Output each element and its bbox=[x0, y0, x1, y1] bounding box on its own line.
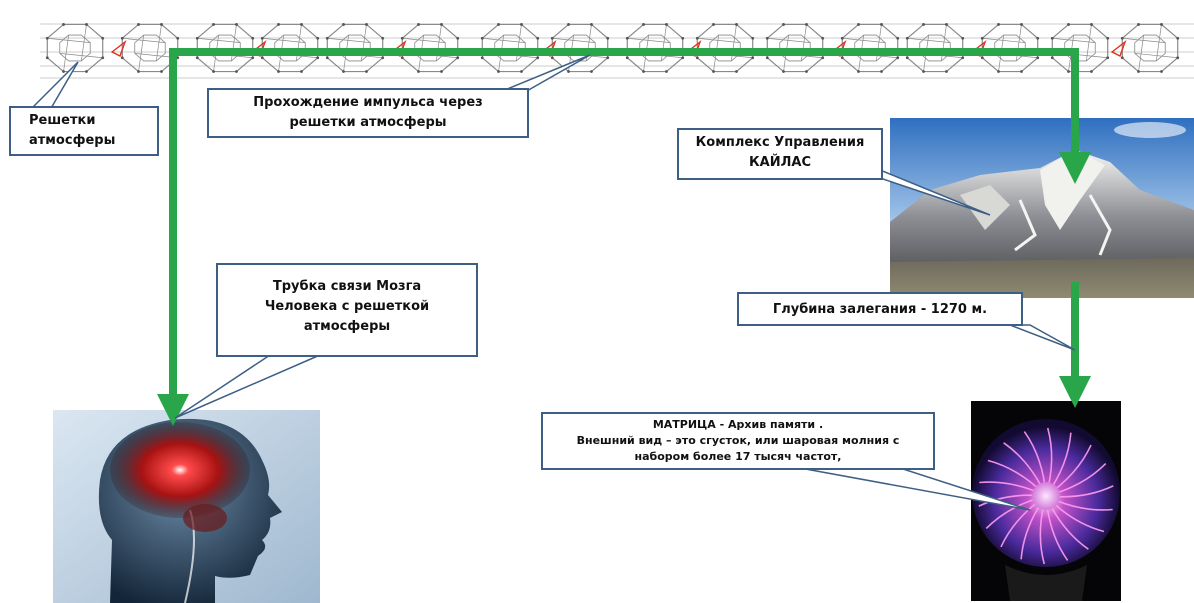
callout-impulse-line-2: решетки атмосферы bbox=[289, 115, 447, 130]
callout-matrix: МАТРИЦА - Архив памяти . Внешний вид – э… bbox=[541, 412, 935, 470]
lattice-cell bbox=[625, 23, 685, 73]
callout-lattice-line-1: Решетки bbox=[29, 113, 96, 128]
lattice-cell bbox=[110, 23, 180, 73]
callout-matrix-line-2: Внешний вид – это сгусток, или шаровая м… bbox=[576, 434, 900, 447]
callout-tube-line-2: Человека с решеткой bbox=[264, 299, 430, 314]
atmosphere-lattice-strip bbox=[40, 23, 1194, 79]
callout-kailas-line-1: Комплекс Управления bbox=[695, 135, 865, 150]
mount-kailas-photo bbox=[890, 118, 1194, 298]
lattice-cell bbox=[325, 23, 385, 73]
callout-pointers bbox=[28, 54, 1076, 511]
callout-depth-text: Глубина залегания - 1270 м. bbox=[772, 302, 988, 317]
callout-depth: Глубина залегания - 1270 м. bbox=[737, 292, 1023, 326]
lattice-cell bbox=[45, 23, 105, 73]
callout-brain-tube: Трубка связи Мозга Человека с решеткой а… bbox=[216, 263, 478, 357]
callout-impulse-line-1: Прохождение импульса через bbox=[253, 95, 483, 110]
pointer-impulse bbox=[499, 54, 591, 93]
lattice-cell bbox=[765, 23, 825, 73]
impulse-path-arrows bbox=[157, 48, 1091, 426]
pointer-depth bbox=[1009, 324, 1076, 351]
callout-atmosphere-lattice: Решетки атмосферы bbox=[9, 106, 159, 156]
pointer-tube bbox=[174, 354, 321, 419]
callout-kailas-complex: Комплекс Управления КАЙЛАС bbox=[677, 128, 883, 180]
callout-lattice-line-2: атмосферы bbox=[29, 133, 116, 148]
lattice-cell bbox=[1050, 23, 1110, 73]
callout-kailas-line-2: КАЙЛАС bbox=[749, 155, 811, 170]
callout-matrix-line-3: набором более 17 тысяч частот, bbox=[634, 450, 842, 463]
human-head-brain-photo bbox=[53, 410, 320, 603]
pointer-lattice bbox=[28, 61, 79, 111]
callout-tube-line-3: атмосферы bbox=[303, 319, 391, 334]
lattice-cell bbox=[1110, 23, 1180, 73]
callout-matrix-line-1: МАТРИЦА - Архив памяти . bbox=[652, 418, 824, 431]
callout-impulse-passage: Прохождение импульса через решетки атмос… bbox=[207, 88, 529, 138]
callout-tube-line-1: Трубка связи Мозга bbox=[272, 279, 422, 294]
